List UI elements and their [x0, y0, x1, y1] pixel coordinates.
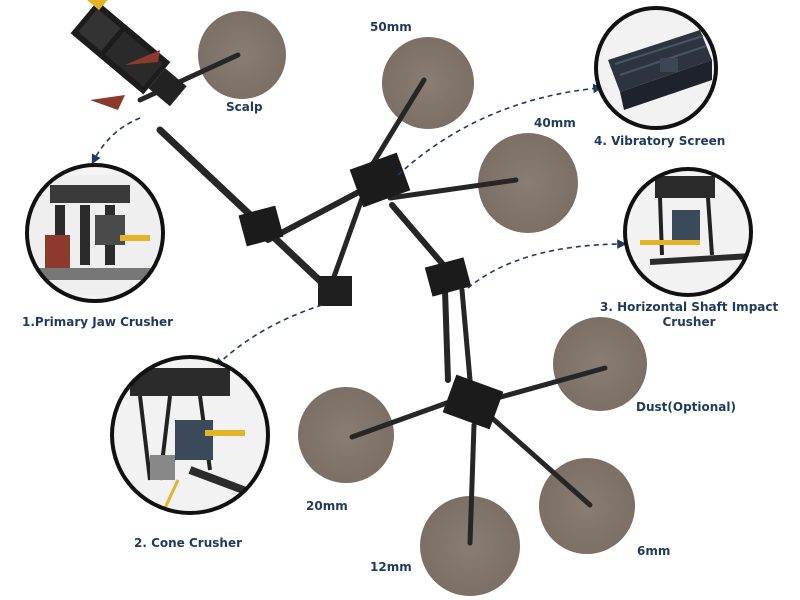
conveyor-hsi-to-screen2	[442, 287, 451, 383]
conveyor-jaw-to-transfer	[156, 126, 266, 230]
pile-label-6mm: 6mm	[637, 544, 671, 558]
conveyor-dust	[487, 365, 608, 403]
jaw-crusher-feeder	[70, 0, 187, 107]
pile-20mm	[298, 387, 394, 483]
equipment-label-hsi: 3. Horizontal Shaft Impact Crusher	[600, 300, 778, 330]
conveyor-cone-to-screen	[327, 187, 368, 291]
impact-crusher-photo-icon	[623, 167, 753, 297]
hsi-crusher-top	[424, 257, 472, 297]
equipment-label-hsi-line1: 3. Horizontal Shaft Impact	[600, 300, 779, 314]
pile-dust	[553, 317, 647, 411]
cone-crusher-photo-icon	[110, 355, 270, 515]
conveyor-50mm	[369, 77, 427, 168]
pile-label-40mm: 40mm	[534, 116, 576, 130]
pile-40mm	[478, 133, 578, 233]
equipment-label-screen: 4. Vibratory Screen	[594, 134, 726, 148]
callout-arrow-cone	[214, 304, 323, 368]
pile-12mm	[420, 496, 520, 596]
callout-arrow-hsi	[467, 239, 627, 289]
conveyor-20mm	[349, 397, 458, 440]
conveyor-hsi-return	[459, 287, 473, 383]
hopper-wing-red-top	[125, 50, 160, 65]
vibrating-screen-lower	[442, 374, 504, 430]
jaw-crusher-photo-icon	[25, 163, 165, 303]
vibrating-screen-photo-icon	[594, 6, 718, 130]
conveyor-12mm	[467, 422, 477, 546]
pile-label-50mm: 50mm	[370, 20, 412, 34]
vibrating-screen-top	[349, 152, 411, 208]
pile-label-20mm: 20mm	[306, 499, 348, 513]
callout-arrows	[91, 83, 627, 368]
pile-50mm	[382, 37, 474, 129]
stockpiles	[198, 11, 647, 596]
conveyor-to-screen	[265, 182, 375, 243]
conveyor-screen-to-hsi	[389, 202, 449, 271]
equipment-label-cone: 2. Cone Crusher	[134, 536, 243, 550]
transfer-tower	[238, 205, 284, 247]
callout-arrow-screen	[397, 83, 603, 176]
equipment-label-hsi-line2: Crusher	[662, 315, 716, 329]
pile-label-dust: Dust(Optional)	[636, 400, 736, 414]
callout-arrow-jaw	[91, 117, 141, 165]
cone-crusher-top	[318, 276, 352, 306]
hopper-wing-red-bottom	[90, 95, 125, 110]
equipment-label-jaw: 1.Primary Jaw Crusher	[22, 315, 174, 329]
conveyor-6mm	[489, 415, 593, 508]
pile-label-scalp: Scalp	[226, 100, 263, 114]
pile-label-12mm: 12mm	[370, 560, 412, 574]
conveyor-40mm	[387, 177, 519, 201]
pile-scalp	[198, 11, 286, 99]
plant-machines	[70, 0, 504, 430]
